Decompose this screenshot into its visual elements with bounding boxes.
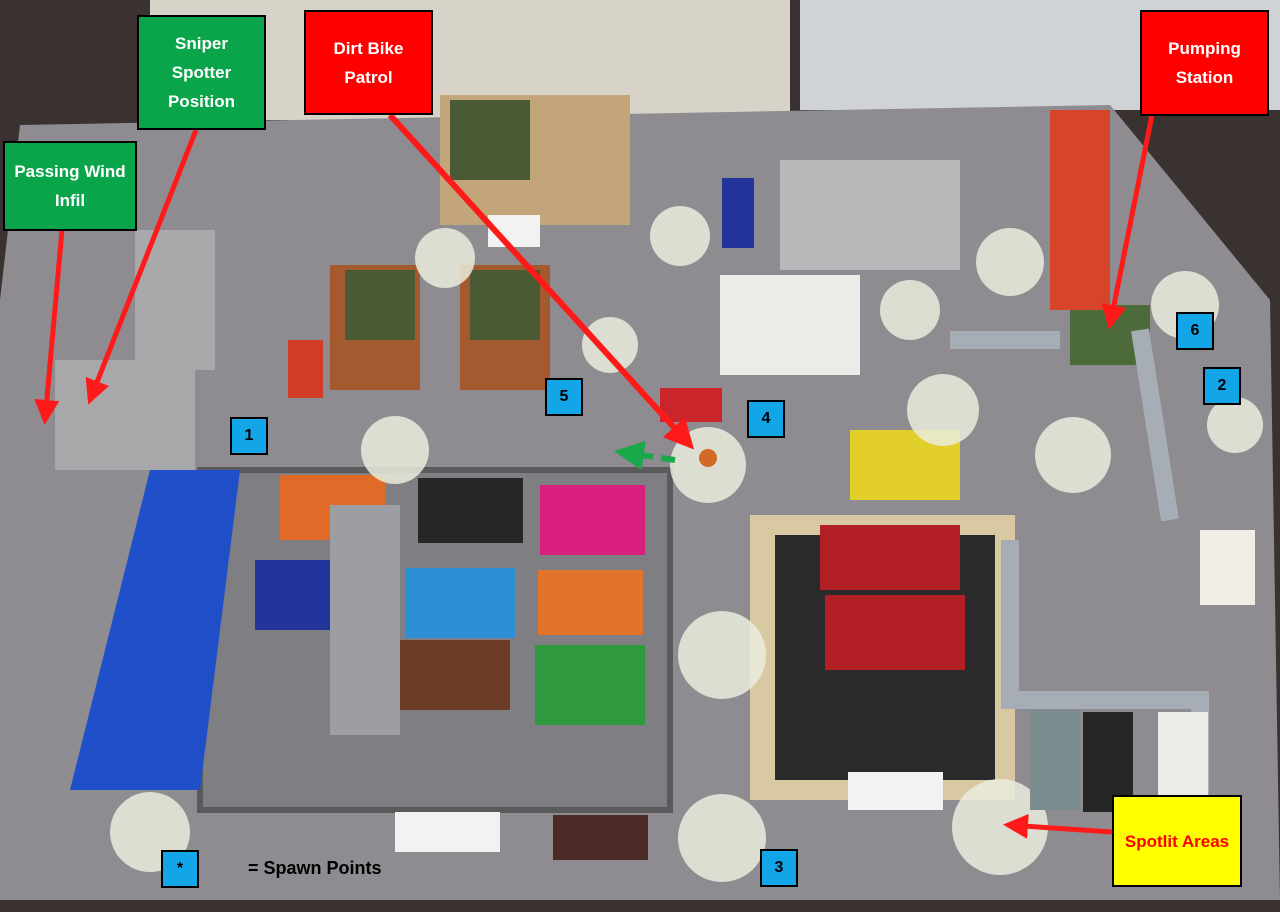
tank-upper (820, 525, 960, 590)
spawn-point-legend-marker: * (161, 850, 199, 888)
car-white-police (395, 812, 500, 852)
patrol-direction-arrow (614, 440, 676, 471)
spotlight (361, 416, 429, 484)
car-white-bottom (848, 772, 943, 810)
spawn-point-5: 5 (545, 378, 583, 416)
arrow-passing-wind (34, 229, 65, 425)
car-blue-top (722, 178, 754, 248)
red-truck (1050, 110, 1110, 310)
white-building (720, 275, 860, 375)
container-blue (405, 568, 515, 638)
arrow-pumping (1101, 114, 1155, 330)
car-grey-1 (1030, 710, 1080, 810)
spotlight (678, 611, 766, 699)
red-pickup (660, 388, 722, 422)
red-jeep (288, 340, 323, 398)
passing-wind-callout: Passing Wind Infil (3, 141, 137, 231)
container-brown (390, 640, 510, 710)
arrow-dirt-bike (387, 112, 695, 450)
car-white-right (1158, 712, 1208, 797)
container-black (418, 478, 523, 543)
spotlight (1035, 417, 1111, 493)
blue-truck (70, 470, 240, 790)
spotlight (880, 280, 940, 340)
spawn-point-4: 4 (747, 400, 785, 438)
arrow-spotlit (1003, 813, 1113, 839)
spawn-point-2: 2 (1203, 367, 1241, 405)
pipeline-top (950, 328, 1179, 522)
spawn-point-3: 3 (760, 849, 798, 887)
dirt-bike-patrol-callout: Dirt Bike Patrol (304, 10, 433, 115)
spotlight (415, 228, 475, 288)
warehouse (780, 160, 960, 270)
container-pink (540, 485, 645, 555)
container-green (535, 645, 645, 725)
spotlight (650, 206, 710, 266)
dirt-bike (699, 449, 717, 467)
container-orange-2 (538, 570, 643, 635)
spotlit-areas-callout: Spotlit Areas (1112, 795, 1242, 887)
spawn-point-6: 6 (1176, 312, 1214, 350)
spotlight (678, 794, 766, 882)
spotlight (952, 779, 1048, 875)
pumping-station-callout: Pumping Station (1140, 10, 1269, 116)
sniper-platform (55, 360, 195, 470)
arrow-sniper (85, 129, 199, 405)
spotlight (1207, 397, 1263, 453)
building-mid-roof (470, 270, 540, 340)
sniper-spotter-callout: Sniper Spotter Position (137, 15, 266, 130)
car-white-far-right (1200, 530, 1255, 605)
spotlight (907, 374, 979, 446)
building-left-roof (345, 270, 415, 340)
spawn-point-1: 1 (230, 417, 268, 455)
tank-lower (825, 595, 965, 670)
building-top-roof (450, 100, 530, 180)
van-brown (553, 815, 648, 860)
spawn-points-legend: = Spawn Points (248, 858, 382, 878)
spotlight (976, 228, 1044, 296)
crane (330, 505, 400, 735)
spotlight (582, 317, 638, 373)
